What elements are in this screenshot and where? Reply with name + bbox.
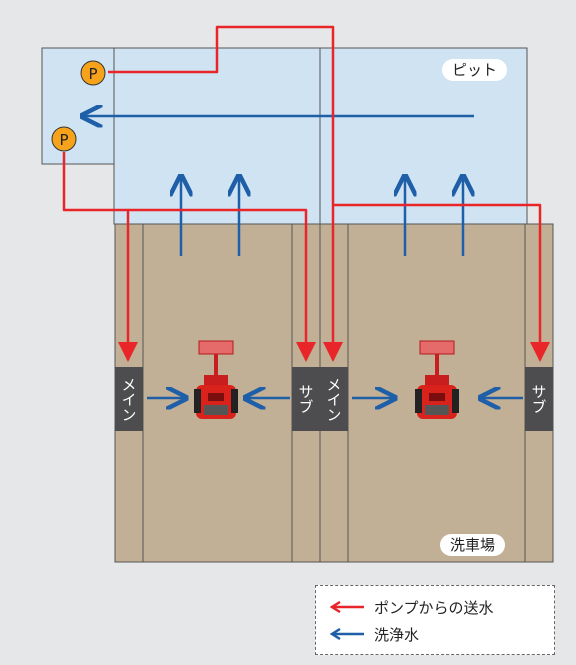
sub-nozzle-label: サブ [296, 384, 315, 414]
legend-wash-water-label: 洗浄水 [374, 625, 420, 644]
main-nozzle-label: メイン [119, 376, 138, 422]
main-nozzle-label: メイン [324, 376, 343, 422]
pump-label: P [88, 65, 97, 83]
legend-pump-water-label: ポンプからの送水 [374, 598, 494, 617]
drain-arrows [181, 176, 463, 256]
pump-icon: P [51, 126, 77, 152]
pit-label: ピット [442, 59, 508, 81]
pump-supply-lines [62, 25, 550, 362]
wash-area-label: 洗車場 [440, 534, 506, 556]
main-nozzle-left [115, 367, 143, 431]
pump-label: P [59, 131, 68, 149]
red-arrow-icon [330, 601, 364, 613]
sub-nozzle-label: サブ [529, 384, 548, 414]
sub-nozzle-right [525, 367, 553, 431]
legend: ポンプからの送水 洗浄水 [315, 585, 555, 655]
legend-pump-water: ポンプからの送水 [330, 596, 494, 618]
pump-icon: P [80, 60, 106, 86]
pump-chamber [41, 47, 115, 165]
sub-nozzle-left [292, 367, 320, 431]
legend-wash-water: 洗浄水 [330, 623, 419, 645]
blue-arrow-icon [330, 628, 364, 640]
main-nozzle-right [320, 367, 348, 431]
